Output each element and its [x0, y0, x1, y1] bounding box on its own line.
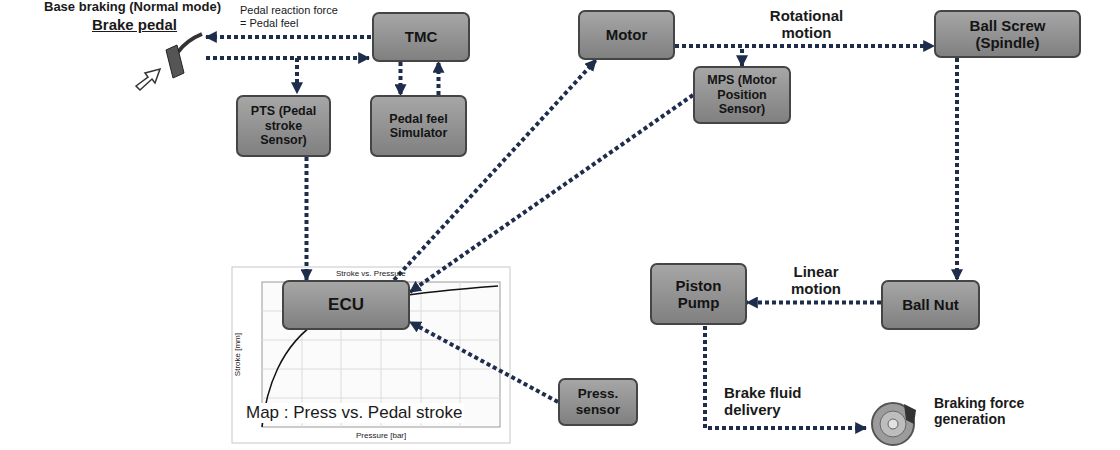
box-text: Pedal feel Simulator — [377, 112, 460, 141]
process-box: Piston Pump — [650, 263, 747, 325]
signal-arrow — [410, 322, 558, 402]
part-label: Brake pedal — [92, 16, 177, 33]
process-box: ECU — [282, 280, 410, 330]
process-box: Pedal feel Simulator — [370, 95, 467, 157]
box-text: PTS (Pedal stroke Sensor) — [243, 104, 324, 147]
process-box: Press. sensor — [558, 378, 638, 426]
process-box: Ball Nut — [881, 280, 980, 330]
signal-arrow — [305, 157, 309, 280]
box-text: Ball Nut — [902, 296, 959, 313]
flow-label: Brake fluid delivery — [722, 384, 830, 419]
signal-arrow — [394, 60, 596, 280]
box-text: ECU — [328, 295, 364, 315]
brake-disc-icon — [872, 403, 916, 445]
pedal-lines — [206, 37, 866, 428]
signal-arrow — [437, 62, 441, 95]
process-box: Ball Screw (Spindle) — [934, 10, 1081, 58]
box-text: TMC — [405, 28, 438, 45]
process-box: Motor — [578, 10, 675, 60]
chart-title: Stroke vs. Pressure — [336, 269, 406, 278]
signal-label: Pedal reaction force = Pedal feel — [240, 4, 340, 29]
signal-arrow — [747, 301, 881, 305]
signal-arrow — [675, 46, 742, 66]
box-text: MPS (Motor Position Sensor) — [700, 73, 784, 116]
brake-pedal-icon — [136, 34, 202, 90]
process-box: TMC — [372, 12, 470, 62]
signal-arrow — [399, 62, 403, 95]
part-label: Braking force generation — [934, 395, 1044, 427]
map-label: Map : Press vs. Pedal stroke — [244, 403, 464, 423]
process-box: PTS (Pedal stroke Sensor) — [236, 95, 331, 157]
edge-label: Linear motion — [779, 263, 853, 298]
axis-label: Stroke [mm] — [233, 333, 242, 376]
signal-arrow — [955, 58, 959, 280]
diagram-title: Base braking (Normal mode) — [44, 0, 221, 15]
axis-label: Pressure [bar] — [356, 431, 406, 440]
box-text: Motor — [606, 26, 648, 43]
box-text: Press. sensor — [565, 386, 631, 417]
box-text: Piston Pump — [657, 277, 740, 312]
process-box: MPS (Motor Position Sensor) — [693, 66, 791, 124]
box-text: Ball Screw (Spindle) — [941, 17, 1074, 52]
edge-label: Rotational motion — [755, 7, 859, 42]
